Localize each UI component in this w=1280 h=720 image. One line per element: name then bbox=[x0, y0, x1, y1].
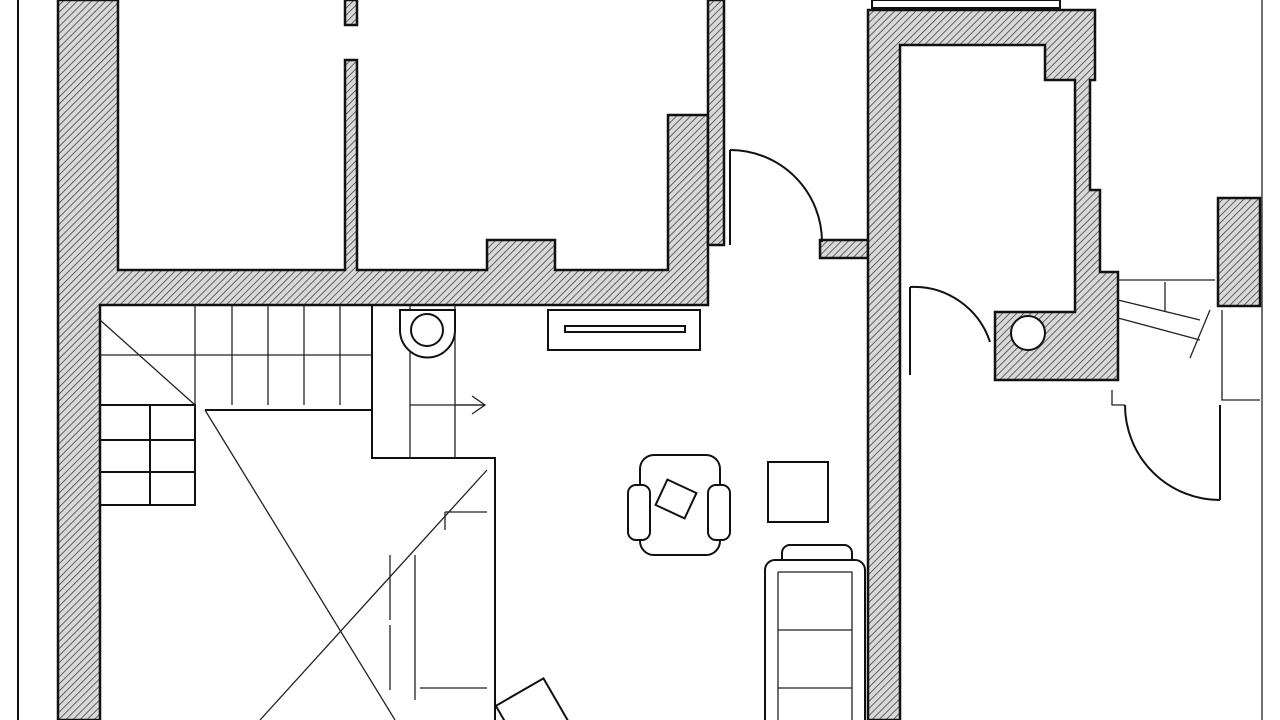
door-swing-hall bbox=[909, 285, 991, 375]
left-outer-wall bbox=[56, 0, 710, 720]
corridor-wall-left bbox=[706, 0, 726, 247]
door-swing-right bbox=[1124, 404, 1221, 501]
doors bbox=[729, 149, 1260, 501]
right-wall bbox=[1216, 196, 1262, 308]
right-step-lines bbox=[1111, 279, 1260, 406]
walls bbox=[56, 0, 1262, 720]
top-window bbox=[871, 0, 1061, 9]
radiator-bar bbox=[564, 325, 686, 333]
room-void bbox=[204, 409, 488, 720]
stair-arrow bbox=[455, 395, 487, 415]
partition-stub bbox=[343, 0, 359, 27]
corridor-wall-segment bbox=[818, 238, 870, 260]
side-table bbox=[767, 461, 829, 523]
toilet-bowl bbox=[410, 313, 444, 347]
column-circle bbox=[1010, 315, 1046, 351]
stairs bbox=[99, 305, 496, 720]
fixtures bbox=[399, 309, 1046, 359]
furniture bbox=[494, 454, 866, 720]
page-border bbox=[17, 0, 1263, 720]
sofa bbox=[764, 544, 866, 720]
armchair bbox=[627, 454, 731, 556]
center-wall bbox=[866, 8, 1120, 720]
lounger bbox=[494, 676, 570, 720]
door-swing-corridor bbox=[729, 149, 823, 245]
